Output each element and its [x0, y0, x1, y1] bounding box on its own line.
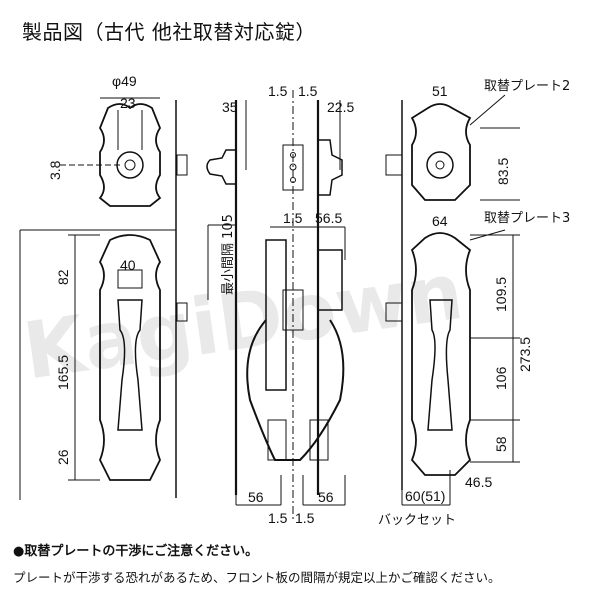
- warning-text: プレートが干渉する恐れがあるため、フロント板の間隔が規定以上かご確認ください。: [13, 570, 501, 585]
- dim-gap-mid: 1.5: [283, 210, 303, 226]
- dim-bottom-gap-left: 1.5: [268, 510, 288, 526]
- dim-diameter: φ49: [112, 73, 137, 89]
- dim-gap-right: 1.5: [298, 83, 318, 99]
- dim-total: 273.5: [517, 337, 533, 372]
- dim-plate2-width: 51: [432, 83, 448, 99]
- right-front-view: [385, 94, 520, 506]
- dim-backset: 60(51): [405, 488, 445, 504]
- dim-bottom-right: 56: [318, 489, 334, 505]
- warning-heading: ●取替プレートの干渉にご注意ください。: [13, 544, 259, 559]
- dim-lower: 26: [55, 449, 71, 465]
- side-section-view: [206, 90, 346, 520]
- min-gap-label: 最小間隔 105: [221, 214, 236, 295]
- dim-bottom-gap-right: 1.5: [295, 510, 315, 526]
- watermark: KagiDown: [18, 247, 468, 398]
- dim-knob: 35: [222, 99, 238, 115]
- left-front-view: [19, 97, 188, 500]
- dim-gap-left: 1.5: [268, 83, 288, 99]
- dim-plate3-width: 64: [432, 213, 448, 229]
- plate3-label: 取替プレート3: [484, 211, 570, 226]
- page-title: 製品図（古代 他社取替対応錠）: [22, 20, 316, 44]
- backset-label: バックセット: [378, 513, 456, 528]
- dim-bottom-right-view: 46.5: [465, 474, 492, 490]
- dim-upper: 82: [55, 269, 71, 285]
- dim-lower-right: 58: [493, 436, 509, 452]
- dim-pitch: 165.5: [55, 355, 71, 390]
- dim-offset: 3.8: [47, 160, 63, 180]
- dim-handle-width: 40: [120, 257, 136, 273]
- dim-thumb: 22.5: [327, 99, 354, 115]
- dim-cylinder: 23: [120, 95, 136, 111]
- dim-handle-proj: 56.5: [315, 210, 342, 226]
- dim-upper-right: 109.5: [493, 277, 509, 312]
- dim-bottom-left: 56: [248, 489, 264, 505]
- plate2-label: 取替プレート2: [484, 79, 570, 94]
- dim-mid-right: 106: [493, 366, 509, 390]
- dim-plate2-height: 83.5: [495, 158, 511, 185]
